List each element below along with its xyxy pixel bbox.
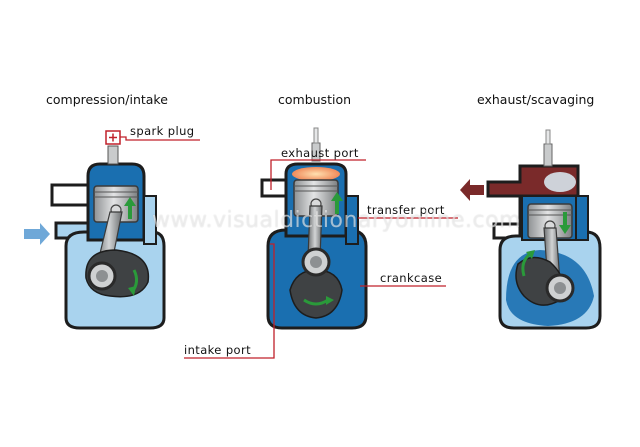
up-arrow-icon [124, 197, 136, 219]
stage-title-combustion: combustion [278, 92, 352, 107]
up-arrow-icon [331, 192, 343, 214]
engine-combustion [260, 127, 368, 330]
combustion-flash [292, 167, 340, 181]
rotation-arrow-icon [521, 252, 531, 277]
stage-title-exhaust-scavaging: exhaust/scavaging [477, 92, 595, 107]
exhaust-gas-cloud [544, 172, 576, 192]
leader-spark-plug [120, 136, 200, 141]
stage-title-compression-intake: compression/intake [46, 92, 168, 107]
engine-compression-intake [24, 130, 166, 330]
label-crankcase: crankcase [380, 271, 443, 285]
exhaust-arrow-icon [460, 179, 484, 201]
watermark: www.visualdictionaryonline.com [152, 208, 522, 233]
intake-arrow-icon [24, 223, 50, 245]
label-exhaust-port: exhaust port [281, 146, 359, 160]
down-arrow-icon [559, 212, 571, 234]
spark-plug-icon [311, 127, 321, 162]
exhaust-duct [50, 183, 94, 207]
spark-plug-icon [105, 130, 121, 165]
transfer-port [345, 195, 359, 245]
engine-exhaust-scavaging [460, 129, 602, 330]
leader-exhaust-port [270, 159, 366, 190]
leader-intake-port [184, 243, 275, 359]
label-spark-plug: spark plug [130, 124, 195, 138]
label-transfer-port: transfer port [367, 203, 445, 217]
label-intake-port: intake port [184, 343, 251, 357]
leader-lines [120, 136, 458, 359]
transfer-port [143, 195, 157, 245]
rotation-arrow-icon [303, 298, 329, 306]
transfer-port [575, 195, 589, 241]
spark-plug-icon [543, 129, 553, 167]
